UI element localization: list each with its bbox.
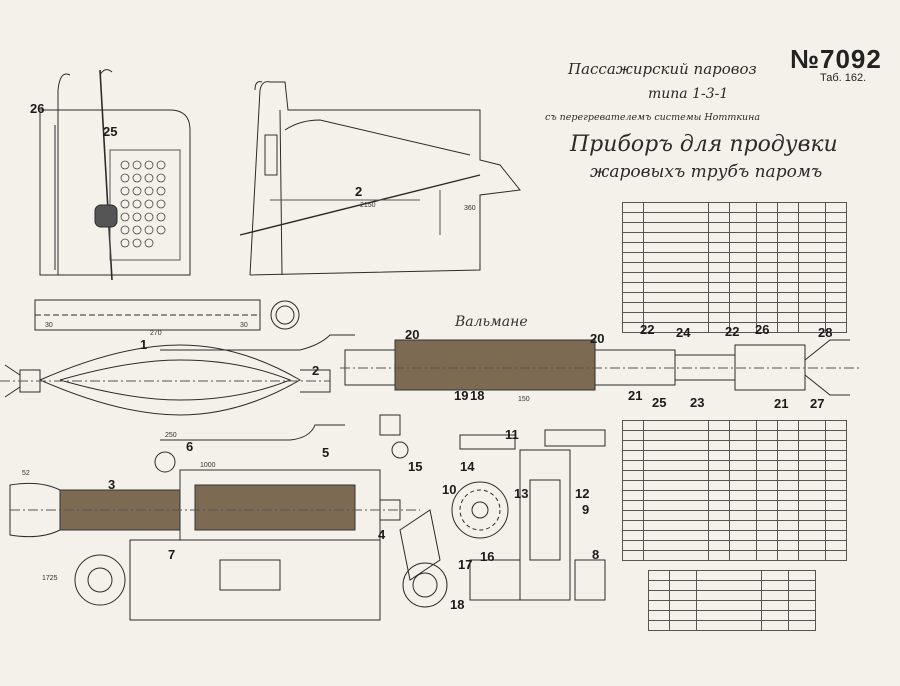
part-label: 26 (755, 322, 770, 337)
part-label: 2 (312, 363, 320, 378)
part-label: 16 (480, 549, 495, 564)
dimension: 52 (22, 470, 30, 477)
part-label: 9 (582, 502, 590, 517)
part-label: 21 (628, 388, 643, 403)
dimension: 30 (45, 322, 53, 329)
signature: Вальмане (455, 314, 528, 330)
part-label: 20 (590, 331, 605, 346)
part-label: 1 (140, 337, 148, 352)
dimension: 150 (518, 396, 530, 403)
part-label: 3 (108, 477, 116, 492)
part-label: 14 (460, 459, 475, 474)
part-label: 21 (774, 396, 789, 411)
parts-table-lower (622, 420, 847, 561)
title-line-3: съ перегревателемъ системы Нотткина (545, 112, 761, 123)
part-label: 4 (378, 527, 386, 542)
part-label: 2 (355, 184, 363, 199)
boiler-side-view (239, 81, 521, 276)
dimension: 250 (165, 432, 177, 439)
document-number: №7092 (790, 44, 882, 74)
part-label: 7 (168, 547, 176, 562)
dimension: 2150 (360, 202, 376, 209)
part-label: 13 (514, 486, 529, 501)
title-line-5: жаровыхъ трубъ паромъ (590, 162, 823, 182)
part-label: 12 (575, 486, 590, 501)
dimension: 1000 (200, 462, 216, 469)
handwheel-valve (391, 441, 606, 608)
parts-table-upper (622, 202, 847, 333)
part-label: 24 (676, 325, 691, 340)
part-label: 27 (810, 396, 825, 411)
part-label: 11 (505, 427, 519, 442)
title-line-4: Приборъ для продувки (570, 132, 838, 157)
dimension: 270 (150, 330, 162, 337)
part-label: 22 (725, 324, 740, 339)
part-label: 18 (470, 388, 485, 403)
nozzle-body (0, 344, 331, 416)
part-label: 28 (818, 325, 833, 340)
dimension: 1725 (42, 575, 58, 582)
dimension: 30 (240, 322, 248, 329)
table-reference: Таб. 162. (820, 72, 867, 84)
part-label: 6 (186, 439, 194, 454)
part-label: 20 (405, 327, 420, 342)
part-label: 8 (592, 547, 600, 562)
part-label: 25 (103, 124, 118, 139)
dimension: 360 (464, 205, 476, 212)
revision-table (648, 570, 816, 631)
part-label: 17 (458, 557, 473, 572)
part-label: 23 (690, 395, 705, 410)
small-parts (379, 414, 606, 450)
side-pipe-view (160, 334, 355, 441)
part-label: 18 (450, 597, 465, 612)
part-label: 15 (408, 459, 423, 474)
part-label: 25 (652, 395, 667, 410)
wooden-tube-section (9, 451, 420, 621)
nozzle-plan-view (34, 299, 300, 331)
part-label: 26 (30, 101, 45, 116)
part-label: 10 (442, 482, 457, 497)
part-label: 22 (640, 322, 655, 337)
part-label: 19 (454, 388, 469, 403)
valve-assembly-long (340, 339, 860, 396)
firebox-view (39, 69, 191, 281)
title-line-1: Пассажирский паровоз (568, 60, 757, 78)
part-label: 5 (322, 445, 330, 460)
title-line-2: типа 1-3-1 (648, 86, 729, 102)
